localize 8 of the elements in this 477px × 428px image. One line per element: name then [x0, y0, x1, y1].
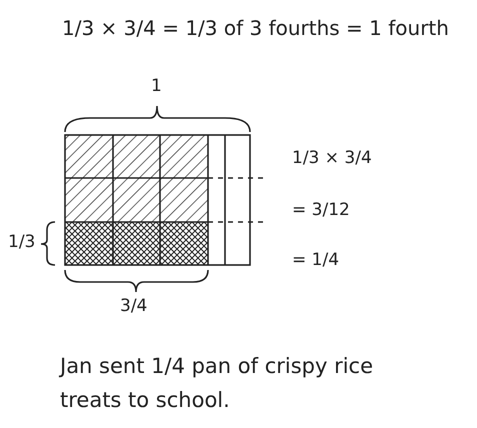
brace-label: 1 [151, 76, 162, 96]
brace-label: 3/4 [120, 296, 148, 316]
brace-label: 1/3 [8, 232, 36, 252]
caption-text: Jan sent 1/4 pan of crispy rice treats to school. [60, 353, 374, 414]
equation: = 3/12 [292, 200, 350, 220]
equation: 1/3 × 3/4 [292, 148, 372, 168]
equation: = 1/4 [292, 250, 340, 270]
equation-heading: 1/3 × 3/4 = 1/3 of 3 fourths = 1 fourth [62, 16, 449, 40]
